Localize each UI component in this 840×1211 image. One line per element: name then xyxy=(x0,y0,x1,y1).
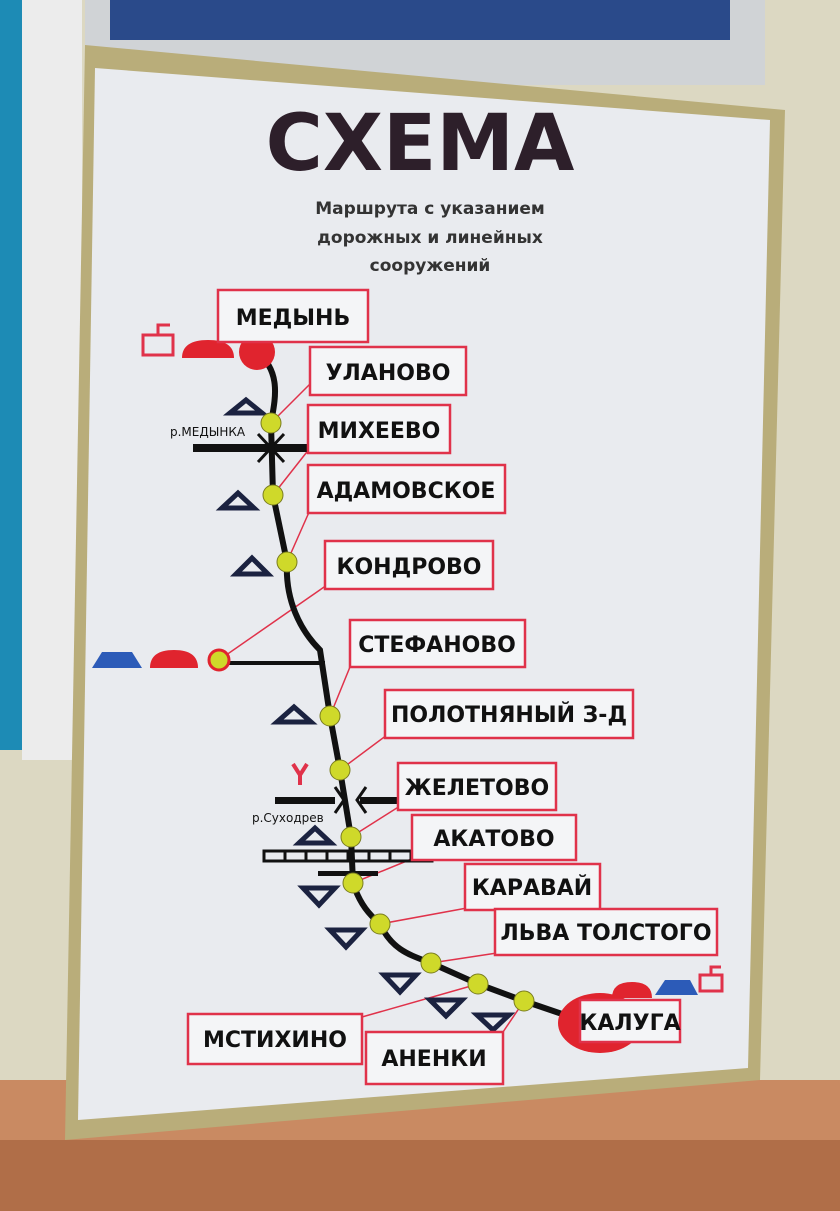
svg-text:МИХЕЕВО: МИХЕЕВО xyxy=(318,419,441,444)
triangle-up-icon xyxy=(222,396,270,416)
triangle-up-icon xyxy=(229,554,275,577)
triangle-up-icon xyxy=(292,824,338,846)
station-label: УЛАНОВО xyxy=(308,345,468,397)
svg-text:ЖЕЛЕТОВО: ЖЕЛЕТОВО xyxy=(405,776,549,801)
triangle-down-icon xyxy=(297,885,341,909)
svg-text:ЛЬВА ТОЛСТОГО: ЛЬВА ТОЛСТОГО xyxy=(500,921,711,946)
triangle-up-icon xyxy=(215,489,261,511)
station-building-icon xyxy=(141,323,175,357)
station-label-medyn: МЕДЫНЬ xyxy=(216,288,370,344)
svg-text:КОНДРОВО: КОНДРОВО xyxy=(337,555,482,580)
signs xyxy=(215,396,516,1034)
station-ring xyxy=(207,648,231,672)
svg-text:АДАМОВСКОЕ: АДАМОВСКОЕ xyxy=(317,479,496,504)
station-label: МИХЕЕВО xyxy=(306,403,452,455)
top-photo xyxy=(110,0,730,40)
svg-text:УЛАНОВО: УЛАНОВО xyxy=(326,361,451,386)
platform-icon xyxy=(182,340,234,358)
road-crossing xyxy=(360,797,400,804)
river-label: р.МЕДЫНКА xyxy=(170,425,246,439)
svg-text:МСТИХИНО: МСТИХИНО xyxy=(203,1028,347,1053)
station-label: АДАМОВСКОЕ xyxy=(306,463,507,515)
station-label: ЖЕЛЕТОВО xyxy=(396,761,558,812)
wooden-panel-shadow xyxy=(0,1140,840,1211)
svg-text:КАЛУГА: КАЛУГА xyxy=(579,1011,680,1036)
triangle-down-icon xyxy=(324,927,368,951)
station-label: АКАТОВО xyxy=(410,813,578,862)
river-label: р.Суходрев xyxy=(252,811,324,825)
svg-text:МЕДЫНЬ: МЕДЫНЬ xyxy=(236,306,351,331)
station-label: АНЕНКИ xyxy=(364,1030,505,1086)
triangle-down-icon xyxy=(470,1012,516,1034)
station-label-kaluga: КАЛУГА xyxy=(578,998,682,1044)
station-label: ЛЬВА ТОЛСТОГО xyxy=(493,907,719,957)
station-labels: МЕДЫНЬ УЛАНОВО МИХЕЕВО АДАМОВСКОЕ КОНДРО… xyxy=(186,288,719,1086)
triangle-up-icon xyxy=(270,703,318,725)
station-label: КАРАВАЙ xyxy=(463,862,602,912)
svg-text:АНЕНКИ: АНЕНКИ xyxy=(381,1047,486,1072)
subtitle-line-2: дорожных и линейных xyxy=(317,228,543,248)
svg-text:ПОЛОТНЯНЫЙ З-Д: ПОЛОТНЯНЫЙ З-Д xyxy=(391,702,627,728)
svg-text:СТЕФАНОВО: СТЕФАНОВО xyxy=(358,633,516,658)
station-label: ПОЛОТНЯНЫЙ З-Д xyxy=(383,688,635,740)
station-label: СТЕФАНОВО xyxy=(348,618,527,669)
blue-platform-icon xyxy=(655,980,698,995)
road-crossing xyxy=(275,797,335,804)
triangle-down-icon xyxy=(423,997,469,1020)
station-label: КОНДРОВО xyxy=(323,539,495,591)
platform-icon xyxy=(150,650,198,668)
road-crossing xyxy=(318,871,378,876)
subtitle-line-3: сооружений xyxy=(370,256,491,276)
poster-title: СХЕМА xyxy=(266,99,575,189)
station-building-icon xyxy=(698,965,724,993)
triangle-down-icon xyxy=(378,972,422,996)
station-label: МСТИХИНО xyxy=(186,1012,364,1066)
blue-platform-icon xyxy=(92,652,142,668)
station-dots xyxy=(260,412,535,1012)
platform-icon xyxy=(612,982,652,998)
subtitle-line-1: Маршрута с указанием xyxy=(315,199,545,219)
svg-text:КАРАВАЙ: КАРАВАЙ xyxy=(472,875,592,901)
side-poster xyxy=(0,0,22,750)
side-paper xyxy=(22,0,82,760)
svg-text:АКАТОВО: АКАТОВО xyxy=(433,827,554,852)
junction-icon xyxy=(291,762,309,785)
